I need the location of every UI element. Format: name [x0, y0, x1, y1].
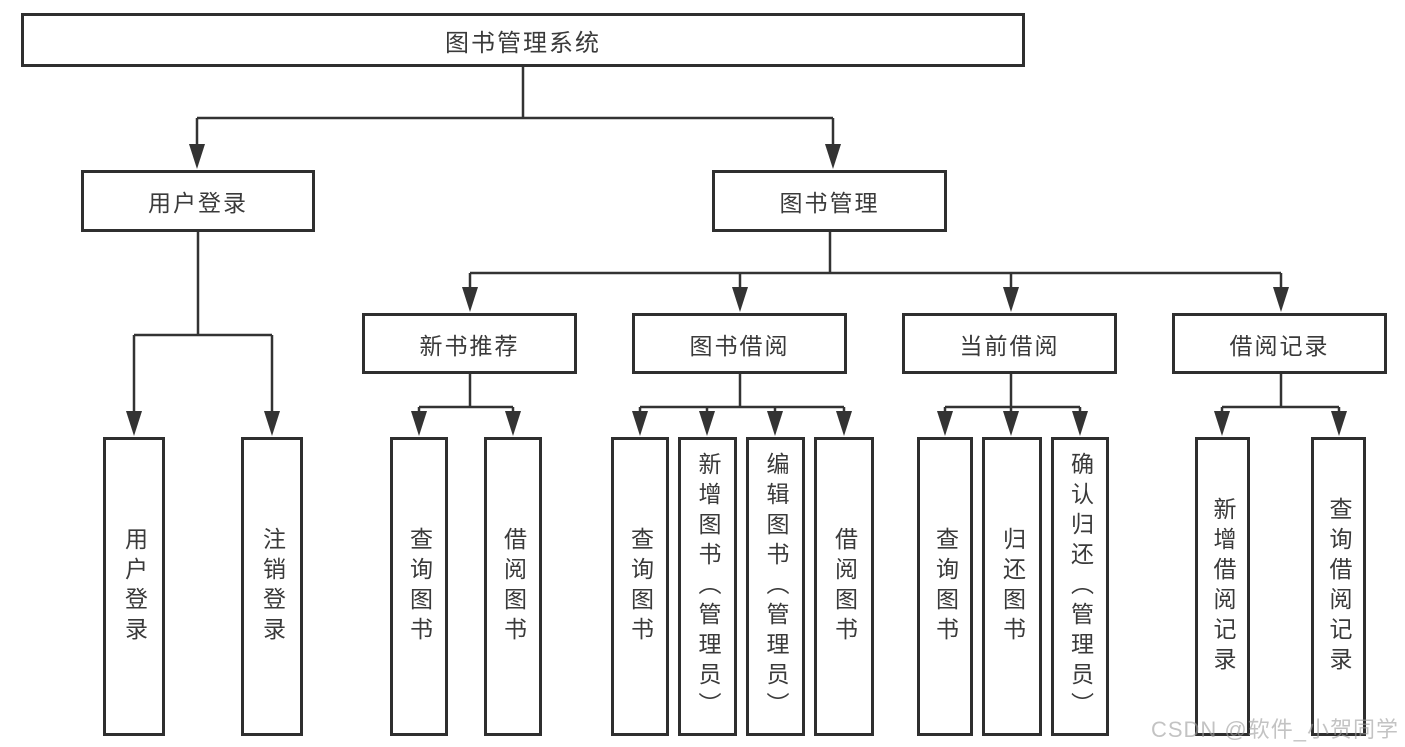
leaf-add-books-admin: 新增图书（管理员）: [678, 437, 737, 736]
leaf-user-login: 用户登录: [103, 437, 165, 736]
node-new-book-recommend-label: 新书推荐: [419, 332, 520, 359]
leaf-edit-books-admin: 编辑图书（管理员）: [746, 437, 805, 736]
leaf-current-query-books-label: 查询图书: [932, 526, 959, 647]
node-book-borrow: 图书借阅: [632, 313, 847, 374]
leaf-recommend-borrow-books: 借阅图书: [484, 437, 542, 736]
leaf-borrow-query-books: 查询图书: [611, 437, 669, 736]
leaf-confirm-return-admin-label: 确认归还（管理员）: [1067, 451, 1094, 722]
leaf-user-login-label: 用户登录: [121, 526, 148, 647]
node-book-management-label: 图书管理: [779, 190, 880, 216]
node-current-borrow-label: 当前借阅: [959, 332, 1060, 359]
leaf-current-query-books: 查询图书: [917, 437, 973, 736]
node-book-management: 图书管理: [712, 170, 947, 232]
node-new-book-recommend: 新书推荐: [362, 313, 577, 374]
leaf-return-books-label: 归还图书: [999, 526, 1026, 647]
leaf-borrow-books-label: 借阅图书: [831, 526, 858, 647]
leaf-add-borrow-record-label: 新增借阅记录: [1210, 496, 1236, 677]
node-borrow-records: 借阅记录: [1172, 313, 1387, 374]
node-root-label: 图书管理系统: [445, 29, 601, 57]
node-book-borrow-label: 图书借阅: [689, 332, 790, 359]
leaf-edit-books-admin-label: 编辑图书（管理员）: [763, 451, 789, 722]
leaf-logout: 注销登录: [241, 437, 303, 736]
leaf-query-borrow-record-label: 查询借阅记录: [1326, 496, 1352, 677]
leaf-logout-label: 注销登录: [259, 526, 286, 647]
leaf-return-books: 归还图书: [982, 437, 1042, 736]
leaf-borrow-query-books-label: 查询图书: [627, 526, 654, 647]
node-user-login: 用户登录: [81, 170, 315, 232]
node-user-login-label: 用户登录: [148, 190, 248, 216]
leaf-query-borrow-record: 查询借阅记录: [1311, 437, 1366, 736]
leaf-add-borrow-record: 新增借阅记录: [1195, 437, 1250, 736]
leaf-confirm-return-admin: 确认归还（管理员）: [1051, 437, 1109, 736]
leaf-recommend-borrow-books-label: 借阅图书: [500, 526, 527, 647]
node-borrow-records-label: 借阅记录: [1229, 332, 1330, 359]
leaf-recommend-query-books: 查询图书: [390, 437, 448, 736]
node-current-borrow: 当前借阅: [902, 313, 1117, 374]
watermark: CSDN @软件_小贺同学: [1150, 717, 1399, 742]
leaf-borrow-books: 借阅图书: [814, 437, 874, 736]
leaf-recommend-query-books-label: 查询图书: [406, 526, 433, 647]
node-root: 图书管理系统: [21, 13, 1025, 67]
leaf-add-books-admin-label: 新增图书（管理员）: [695, 451, 721, 722]
